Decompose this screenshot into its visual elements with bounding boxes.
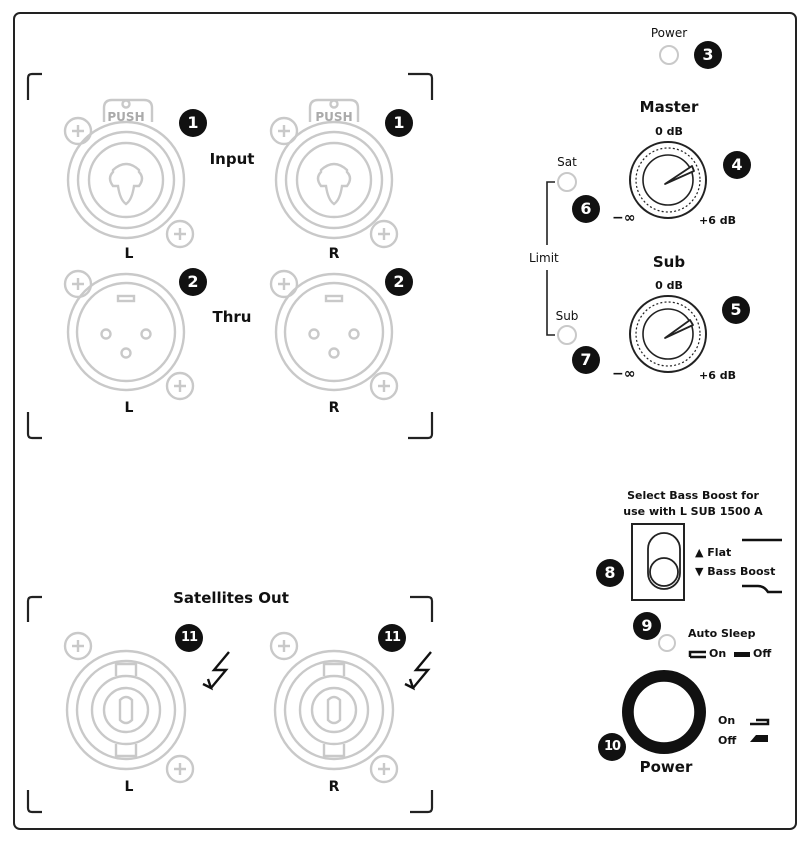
badge-4: 4 (723, 151, 751, 179)
limit-bracket (546, 181, 555, 336)
power-led (659, 45, 679, 65)
bass-boost-label: ▼ Bass Boost (695, 565, 776, 578)
input-connector-right[interactable] (269, 98, 399, 249)
badge-11-right: 11 (378, 624, 406, 652)
badge-10: 10 (598, 733, 626, 761)
limit-sat-label: Sat (557, 155, 577, 169)
limit-sat-led (557, 172, 577, 192)
thru-left-label: L (124, 400, 134, 416)
power-led-label: Power (650, 26, 688, 40)
power-off-label: Off (718, 734, 737, 747)
badge-8: 8 (596, 559, 624, 587)
badge-11-left: 11 (175, 624, 203, 652)
input-label: Input (209, 150, 255, 168)
panel-frame (13, 12, 797, 830)
limit-sub-led (557, 325, 577, 345)
master-max-label: +6 dB (699, 214, 736, 227)
satellites-left-label: L (124, 779, 134, 795)
bass-boost-title-1: Select Bass Boost for (627, 489, 759, 502)
push-label-left: PUSH (107, 110, 145, 124)
badge-2-left: 2 (179, 268, 207, 296)
flat-label: ▲ Flat (695, 546, 732, 559)
limit-label: Limit (529, 251, 559, 265)
master-knob[interactable] (629, 141, 707, 219)
satellite-connector-right[interactable] (269, 631, 399, 784)
input-connector-left[interactable] (63, 98, 195, 249)
thru-connector-right[interactable] (269, 269, 399, 401)
push-label-right: PUSH (315, 110, 353, 124)
satellites-right-label: R (328, 779, 340, 795)
bass-boost-switch[interactable] (631, 523, 685, 601)
master-0db-label: 0 dB (655, 125, 683, 138)
bass-boost-title-2: use with L SUB 1500 A (623, 505, 763, 518)
limit-sub-label: Sub (555, 309, 579, 323)
power-switch[interactable] (622, 670, 706, 754)
thru-label: Thru (212, 308, 252, 326)
input-group-bracket (26, 72, 434, 440)
badge-2-right: 2 (385, 268, 413, 296)
satellites-out-label: Satellites Out (173, 589, 289, 607)
input-left-label: L (124, 246, 134, 262)
bass-boost-curve-icon (742, 584, 782, 594)
power-on-label: On (718, 714, 736, 727)
power-off-icon (750, 735, 768, 742)
auto-sleep-led (658, 634, 676, 652)
badge-7: 7 (572, 346, 600, 374)
sub-knob[interactable] (629, 295, 707, 373)
auto-sleep-label: Auto Sleep (688, 627, 756, 640)
lightning-warning-icon-right (404, 651, 432, 691)
sub-max-label: +6 dB (699, 369, 736, 382)
badge-5: 5 (722, 296, 750, 324)
auto-sleep-on-icon (688, 650, 706, 659)
input-right-label: R (328, 246, 340, 262)
badge-6: 6 (572, 195, 600, 223)
sub-0db-label: 0 dB (655, 279, 683, 292)
master-min-label: −∞ (612, 210, 636, 226)
sub-min-label: −∞ (612, 366, 636, 382)
satellite-connector-left[interactable] (63, 631, 195, 784)
badge-9: 9 (633, 612, 661, 640)
badge-1-right: 1 (385, 109, 413, 137)
sub-title: Sub (652, 253, 686, 271)
auto-sleep-on-label: On (709, 647, 727, 660)
power-switch-label: Power (639, 758, 693, 776)
badge-1-left: 1 (179, 109, 207, 137)
satellites-group-bracket (26, 595, 434, 814)
power-on-icon (750, 718, 770, 726)
thru-right-label: R (328, 400, 340, 416)
badge-3: 3 (694, 41, 722, 69)
auto-sleep-off-label: Off (753, 647, 772, 660)
thru-connector-left[interactable] (63, 269, 195, 401)
master-title: Master (639, 98, 699, 116)
auto-sleep-off-icon (734, 652, 750, 657)
lightning-warning-icon-left (202, 651, 230, 691)
